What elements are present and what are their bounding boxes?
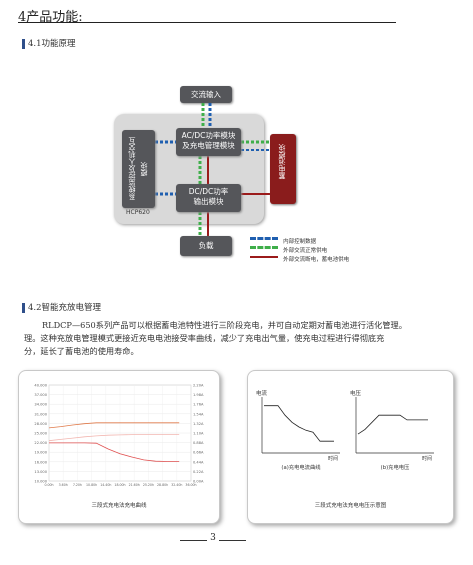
- connector-lines: [155, 103, 270, 236]
- panel-caption: (a)充电电流曲线: [281, 463, 321, 471]
- y-right-tick: 1.76A: [193, 403, 204, 407]
- y-right-tick: 0.66A: [193, 451, 204, 455]
- panel-caption: (b)充电电压: [381, 463, 410, 471]
- charge-curve-panel: 40.000 2.20A 37.000 1.98A 34.000 1.76A 31.000 1…: [18, 370, 220, 524]
- acdc-line2: 及充电管理模块: [182, 141, 235, 150]
- subsection-label: 4.1功能原理: [28, 39, 76, 49]
- ac-input-label: 交流输入: [191, 90, 221, 99]
- section-marker: [22, 38, 25, 49]
- x-tick: 18.00h: [114, 483, 125, 487]
- legend-row-ac: 外部交流正常供电: [250, 237, 349, 254]
- chart2-caption: 三段式充电法充电电压示意图: [314, 503, 387, 509]
- y-left-tick: 40.000: [34, 384, 47, 388]
- y-right-tick: 0.44A: [193, 460, 204, 464]
- legend-label: 外部交流断电，蓄电池供电: [283, 257, 350, 263]
- y-left-tick: 34.000: [34, 403, 47, 407]
- legend-label: 外部交流正常供电: [283, 248, 328, 254]
- y-left-tick: 16.000: [34, 460, 47, 464]
- series-line-2: [49, 442, 180, 462]
- header-rule: [18, 22, 396, 23]
- y-right-tick: 1.54A: [193, 412, 204, 416]
- x-tick: 10.80h: [86, 483, 97, 487]
- section-marker: [22, 302, 25, 313]
- y-right-tick: 1.32A: [193, 422, 204, 426]
- x-axis-label: 时间: [422, 455, 432, 462]
- paragraph-line: 分，延长了蓄电池的使用寿命。: [24, 346, 139, 356]
- load-label: 负载: [198, 241, 214, 250]
- chart1-caption: 三段式充电法充电曲线: [91, 503, 147, 509]
- battery-label: 蓄电池模块: [278, 144, 286, 179]
- charge-diagram-panel: 电流时间 (a)充电电流曲线 电压时间 (b)充电电压 三段式充电法充电电压示意图: [247, 370, 454, 524]
- x-tick: 0.00h: [44, 483, 53, 487]
- subsection-label: 4.2智能充放电管理: [28, 303, 102, 313]
- y-right-tick: 1.10A: [193, 432, 204, 436]
- paragraph-line: RLDCP—650系列产品可以根据蓄电池特性进行三阶段充电，并可自动定期对蓄电池…: [42, 320, 407, 330]
- subsection-title-4-2: 4.2智能充放电管理: [22, 301, 101, 313]
- x-tick: 7.20h: [73, 483, 82, 487]
- legend-swatch-green: [250, 246, 278, 249]
- y-left-tick: 25.000: [34, 432, 47, 436]
- y-axis-label: 电流: [256, 389, 268, 397]
- legend-label: 内部控制数据: [283, 239, 317, 245]
- load-box: 负载: [180, 236, 232, 256]
- charge-curve-chart: 40.000 2.20A 37.000 1.98A 34.000 1.76A 31.000 1…: [34, 384, 204, 488]
- section-title: 4产品功能:: [18, 10, 83, 25]
- battery-module-box: 蓄电池模块: [270, 134, 296, 204]
- x-tick: 3.60h: [59, 483, 68, 487]
- legend-swatch-blue: [250, 237, 278, 240]
- y-left-tick: 13.000: [34, 470, 47, 474]
- y-right-tick: 0.22A: [193, 470, 204, 474]
- diagram-legend: 内部控制数据 外部交流正常供电 外部交流断电，蓄电池供电: [250, 228, 349, 263]
- x-tick: 14.40h: [100, 483, 111, 487]
- legend-row-battery: 外部交流断电，蓄电池供电: [250, 246, 349, 263]
- x-tick: 21.60h: [129, 483, 140, 487]
- x-axis-label: 时间: [328, 455, 338, 462]
- legend-swatch-red: [250, 255, 278, 258]
- monitor-line1: 系统监控及: [128, 165, 136, 201]
- x-tick: 32.40h: [171, 483, 182, 487]
- series-line-0: [48, 422, 180, 429]
- y-left-tick: 28.000: [34, 422, 47, 426]
- dcdc-module-box: DC/DC功率 输出模块: [176, 184, 241, 212]
- y-right-tick: 0.88A: [193, 441, 204, 445]
- y-right-tick: 1.98A: [193, 393, 204, 397]
- monitor-module-box: 系统监控及人机交互模块: [122, 130, 155, 208]
- page-number: 3: [207, 533, 219, 543]
- dcdc-line2: 输出模块: [193, 197, 224, 206]
- y-left-tick: 37.000: [34, 393, 47, 397]
- acdc-line1: AC/DC功率模块: [181, 131, 236, 140]
- x-tick: 25.20h: [143, 483, 154, 487]
- paragraph-line: 理。这种充放电管理模式更接近充电电池接受率曲线，减少了充电出气量，使充电过程进行…: [24, 333, 385, 343]
- subsection-title-4-1: 4.1功能原理: [22, 37, 76, 49]
- y-left-tick: 19.000: [34, 451, 47, 455]
- ac-input-box: 交流输入: [180, 86, 232, 103]
- y-right-tick: 2.20A: [193, 384, 204, 388]
- x-tick: 36.00h: [185, 483, 196, 487]
- legend-row-internal: 内部控制数据: [250, 228, 349, 245]
- description-paragraph: RLDCP—650系列产品可以根据蓄电池特性进行三阶段充电，并可自动定期对蓄电池…: [24, 319, 444, 358]
- series-line-1: [48, 434, 180, 442]
- y-right-tick: 0.00A: [193, 480, 204, 484]
- y-left-tick: 31.000: [34, 412, 47, 416]
- schematic-curve: [264, 405, 334, 442]
- acdc-module-box: AC/DC功率模块 及充电管理模块: [176, 128, 241, 156]
- y-left-tick: 22.000: [34, 441, 47, 445]
- schematic-curve: [357, 414, 428, 435]
- block-diagram: HCP620 交流输入 AC/DC功率模块 及充电管理模块 系统监控及人机交互模…: [100, 80, 360, 280]
- y-left-tick: 10.000: [34, 480, 47, 484]
- x-tick: 28.80h: [157, 483, 168, 487]
- model-label: HCP620: [126, 209, 150, 216]
- dcdc-line1: DC/DC功率: [188, 187, 229, 196]
- y-axis-label: 电压: [350, 389, 362, 397]
